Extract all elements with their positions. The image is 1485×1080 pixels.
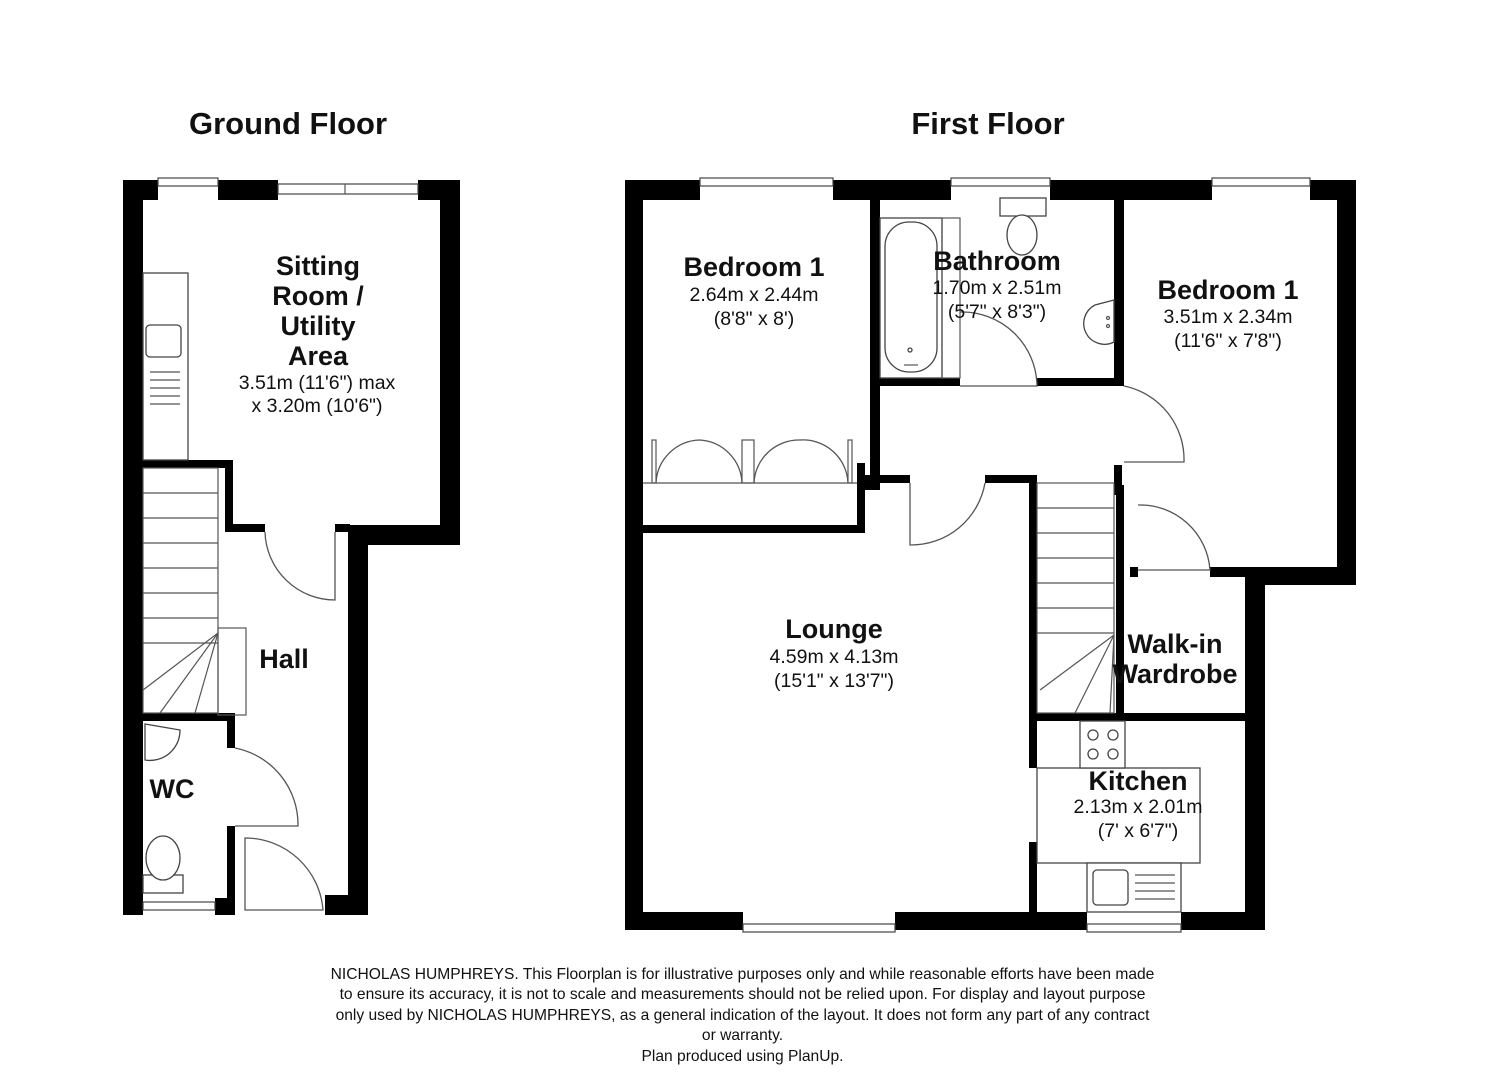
staircase [142, 467, 247, 716]
basin-icon [1083, 299, 1115, 345]
window [1211, 177, 1311, 187]
toilet-icon [145, 835, 181, 881]
svg-text:Bathroom: Bathroom [933, 246, 1061, 276]
room-label-kitchen: Kitchen 2.13m x 2.01m (7' x 6'7") [1074, 766, 1203, 842]
disclaimer-line: only used by NICHOLAS HUMPHREYS, as a ge… [335, 1006, 1150, 1024]
utility-counter [142, 272, 189, 461]
basin-icon [144, 723, 181, 762]
room-label-lounge: Lounge 4.59m x 4.13m (15'1" x 13'7") [770, 614, 899, 692]
sink-icon [145, 324, 182, 358]
svg-text:x 3.20m (10'6"): x 3.20m (10'6") [252, 395, 383, 417]
svg-text:(7' x 6'7"): (7' x 6'7") [1098, 820, 1178, 842]
first-floor-title: First Floor [911, 106, 1064, 141]
disclaimer-line: or warranty. [701, 1027, 784, 1045]
room-label-wc: WC [150, 774, 195, 804]
hob-icon [1079, 720, 1126, 769]
wardrobe-door-swing [1137, 504, 1211, 571]
first-floor-walls [625, 180, 1356, 930]
svg-text:(5'7" x 8'3"): (5'7" x 8'3") [948, 301, 1046, 323]
front-door-swing [244, 837, 324, 911]
window [742, 923, 896, 933]
window [699, 177, 834, 187]
lounge-door-swing [909, 482, 986, 546]
svg-text:Kitchen: Kitchen [1088, 766, 1187, 796]
svg-text:Walk-in: Walk-in [1127, 629, 1222, 659]
disclaimer: NICHOLAS HUMPHREYS. This Floorplan is fo… [230, 965, 1255, 1067]
svg-text:Sitting: Sitting [276, 251, 360, 281]
svg-text:3.51m (11'6") max: 3.51m (11'6") max [239, 372, 396, 394]
svg-text:(8'8" x 8'): (8'8" x 8') [714, 308, 794, 330]
svg-text:3.51m x 2.34m: 3.51m x 2.34m [1164, 306, 1293, 328]
svg-text:Room /: Room / [272, 281, 364, 311]
window [950, 177, 1051, 187]
disclaimer-line: to ensure its accuracy, it is not to sca… [339, 986, 1146, 1004]
bathroom-door-swing [959, 311, 1038, 387]
room-label-bedroom-1-right: Bedroom 1 3.51m x 2.34m (11'6" x 7'8") [1157, 275, 1298, 352]
svg-text:Utility: Utility [280, 311, 355, 341]
sliding-door [277, 183, 419, 195]
door-swing [264, 531, 336, 601]
svg-text:(11'6" x 7'8"): (11'6" x 7'8") [1174, 330, 1282, 352]
fitted-wardrobe [643, 439, 857, 484]
floorplan: Ground Floor [123, 106, 1356, 933]
staircase [1036, 482, 1115, 714]
window [1086, 923, 1182, 933]
room-label-hall: Hall [259, 644, 309, 674]
room-label-bedroom-1-left: Bedroom 1 2.64m x 2.44m (8'8" x 8') [683, 252, 824, 330]
toilet-icon [1006, 214, 1038, 256]
disclaimer-line: Plan produced using PlanUp. [641, 1047, 844, 1065]
svg-text:2.64m x 2.44m: 2.64m x 2.44m [690, 284, 819, 306]
cistern [999, 197, 1047, 217]
svg-text:(15'1" x 13'7"): (15'1" x 13'7") [774, 670, 894, 692]
svg-text:Area: Area [288, 341, 349, 371]
svg-text:1.70m x 2.51m: 1.70m x 2.51m [933, 277, 1062, 299]
ground-floor-plan: Ground Floor [123, 106, 460, 915]
window [142, 901, 216, 911]
first-floor-plan: First Floor [625, 106, 1356, 933]
door-swing [234, 747, 299, 827]
ground-floor-title: Ground Floor [189, 106, 387, 141]
svg-text:2.13m x 2.01m: 2.13m x 2.01m [1074, 796, 1203, 818]
room-label-walk-in-wardrobe: Walk-in Wardrobe [1112, 629, 1237, 689]
svg-text:4.59m x 4.13m: 4.59m x 4.13m [770, 646, 899, 668]
bedroom-door-swing [1123, 385, 1185, 463]
svg-text:Bedroom 1: Bedroom 1 [683, 252, 824, 282]
window [157, 177, 219, 187]
room-label-sitting-room: Sitting Room / Utility Area 3.51m (11'6"… [239, 251, 396, 417]
svg-text:Bedroom 1: Bedroom 1 [1157, 275, 1298, 305]
ground-floor-walls [123, 180, 460, 915]
room-label-bathroom: Bathroom 1.70m x 2.51m (5'7" x 8'3") [933, 246, 1062, 323]
svg-text:Lounge: Lounge [785, 614, 882, 644]
disclaimer-line: NICHOLAS HUMPHREYS. This Floorplan is fo… [330, 966, 1155, 983]
svg-text:Wardrobe: Wardrobe [1112, 659, 1237, 689]
